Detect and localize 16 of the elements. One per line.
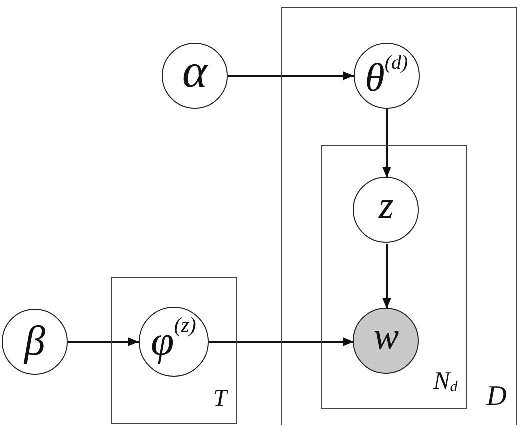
- variable-label: z: [378, 187, 394, 226]
- arrow: [382, 109, 392, 178]
- variable-label: w: [374, 318, 400, 356]
- plate-label: D: [486, 383, 507, 411]
- arrow: [68, 338, 139, 346]
- variable-label: α: [182, 48, 208, 96]
- variable-label: θ$^{(d)}$: [365, 58, 408, 98]
- plate-box: [320, 144, 467, 409]
- arrow: [382, 244, 392, 309]
- plate-label: N$_{d}$: [434, 369, 458, 396]
- arrow: [228, 72, 354, 80]
- plate-box: [111, 277, 237, 424]
- plate-label: T: [214, 387, 227, 411]
- variable-label: β: [24, 321, 46, 363]
- arrow: [209, 338, 354, 346]
- plate-box: [281, 7, 517, 425]
